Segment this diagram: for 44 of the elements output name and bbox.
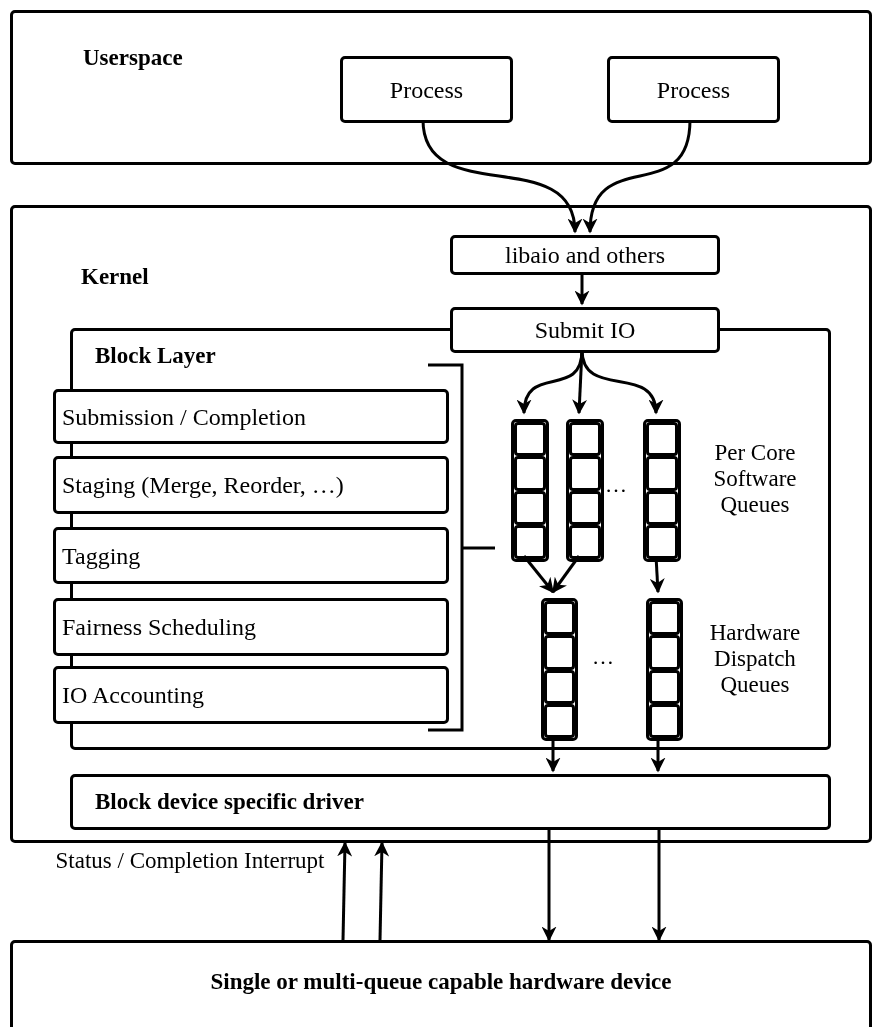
queue-drawing — [643, 419, 681, 562]
queue-drawing — [566, 419, 604, 562]
arrow — [541, 827, 557, 942]
panel — [10, 205, 872, 843]
function-box — [53, 456, 449, 514]
ellipsis: … — [605, 471, 627, 499]
node-text: Submission / Completion — [62, 402, 307, 432]
node-text: Fairness Scheduling — [62, 613, 256, 642]
driver-box — [70, 774, 831, 830]
node-text: Kernel — [81, 264, 149, 289]
interrupt-label: Status / Completion Interrupt — [55, 848, 325, 874]
function-box — [53, 598, 449, 656]
function-box — [53, 666, 449, 724]
queue-label: Hardware Dispatch Queues — [708, 620, 802, 698]
node-text: Tagging — [62, 541, 141, 571]
library-box — [450, 235, 720, 275]
node-text: IO Accounting — [62, 681, 204, 710]
node-text: Single or multi-queue capable hardware device — [210, 969, 672, 994]
node-text: Block Layer — [95, 343, 216, 368]
node-text: Process — [656, 75, 731, 105]
function-box — [53, 527, 449, 584]
arrow — [574, 272, 590, 306]
queue-drawing — [646, 598, 683, 741]
process-box — [450, 307, 720, 353]
arrow — [651, 827, 667, 942]
function-box — [53, 389, 449, 444]
node-text: Submit IO — [534, 316, 636, 345]
arrow — [374, 841, 390, 941]
process-box — [340, 56, 513, 123]
panel — [10, 10, 872, 165]
device-box — [10, 940, 872, 1027]
node-text: Block device specific driver — [95, 787, 364, 816]
process-box — [607, 56, 780, 123]
node-text: Staging (Merge, Reorder, …) — [62, 471, 344, 500]
queue-drawing — [511, 419, 549, 562]
arrow — [337, 841, 353, 941]
node-text: libaio and others — [505, 241, 665, 270]
arrow — [551, 555, 581, 594]
ellipsis: … — [592, 643, 614, 671]
node-text: Process — [389, 75, 464, 105]
queue-drawing — [541, 598, 578, 741]
queue-label: Per Core Software Queues — [712, 440, 798, 518]
arrow — [522, 555, 555, 594]
node-text: Userspace — [83, 45, 183, 70]
